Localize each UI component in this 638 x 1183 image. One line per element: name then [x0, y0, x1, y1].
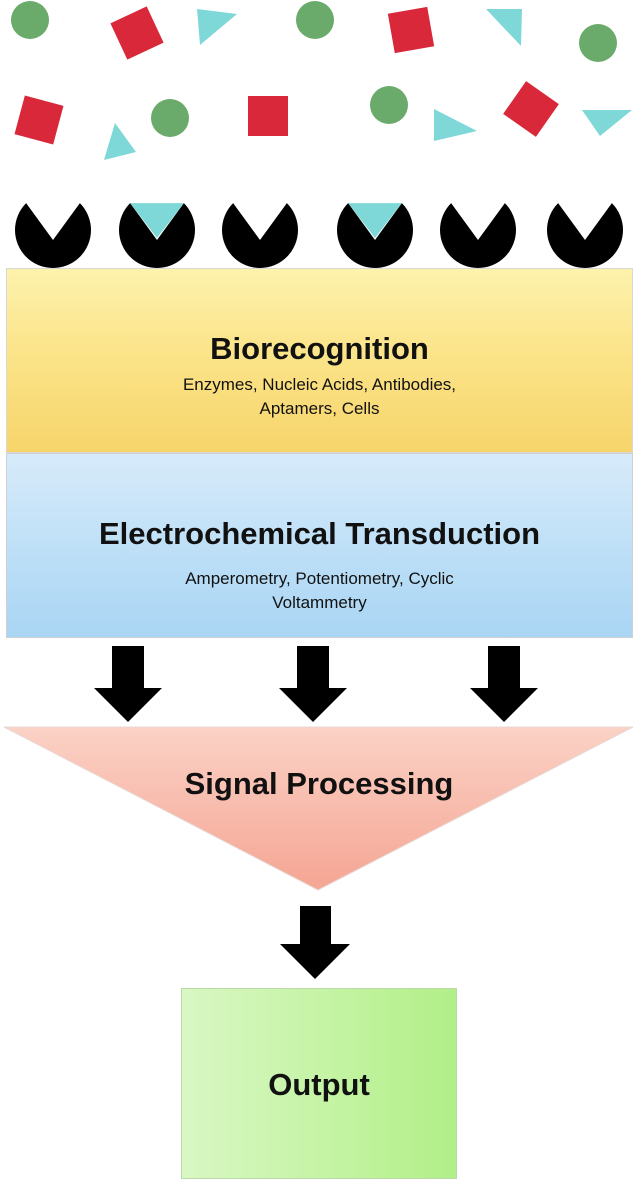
receptor-icon	[222, 203, 298, 268]
circle-molecule	[370, 86, 408, 124]
output-title: Output	[268, 1067, 370, 1102]
down-arrow-icon	[279, 646, 347, 722]
transduction-subtitle-line2: Voltammetry	[272, 593, 367, 612]
bound-triangle-molecule	[130, 203, 184, 238]
receptor-icon	[440, 203, 516, 268]
circle-molecule	[151, 99, 189, 137]
biorecognition-title: Biorecognition	[210, 331, 429, 366]
square-molecule	[110, 6, 164, 60]
transduction-block: Electrochemical Transduction Amperometry…	[6, 453, 633, 638]
receptor-icon	[337, 203, 414, 268]
down-arrow-icon	[280, 906, 350, 979]
transduction-title: Electrochemical Transduction	[98, 516, 541, 551]
down-arrow-icon	[470, 646, 538, 722]
bound-triangle-molecule	[348, 203, 402, 238]
triangle-molecule	[104, 123, 136, 160]
transduction-subtitle-line1: Amperometry, Potentiometry, Cyclic	[185, 569, 454, 588]
circle-molecule	[11, 1, 49, 39]
output-block: Output	[181, 988, 457, 1179]
circle-molecule	[579, 24, 617, 62]
triangle-molecule	[434, 109, 477, 141]
triangle-molecule	[197, 9, 237, 45]
square-molecule	[503, 81, 559, 137]
receptor-icon	[14, 203, 91, 268]
biorecognition-subtitle-line2: Aptamers, Cells	[259, 399, 380, 418]
square-molecule	[14, 95, 64, 145]
square-molecule	[387, 6, 435, 54]
receptor-icon	[119, 203, 196, 268]
triangle-molecule	[486, 9, 522, 46]
signal-processing-title: Signal Processing	[184, 766, 454, 801]
biorecognition-subtitle-line1: Enzymes, Nucleic Acids, Antibodies,	[182, 375, 457, 394]
down-arrow-icon	[94, 646, 162, 722]
biorecognition-block: Biorecognition Enzymes, Nucleic Acids, A…	[6, 268, 633, 453]
receptor-row	[14, 203, 624, 268]
receptor-icon	[547, 203, 624, 268]
signal-processing-funnel	[3, 726, 634, 891]
circle-molecule	[296, 1, 334, 39]
square-molecule	[248, 96, 288, 136]
triangle-molecule	[582, 110, 632, 136]
